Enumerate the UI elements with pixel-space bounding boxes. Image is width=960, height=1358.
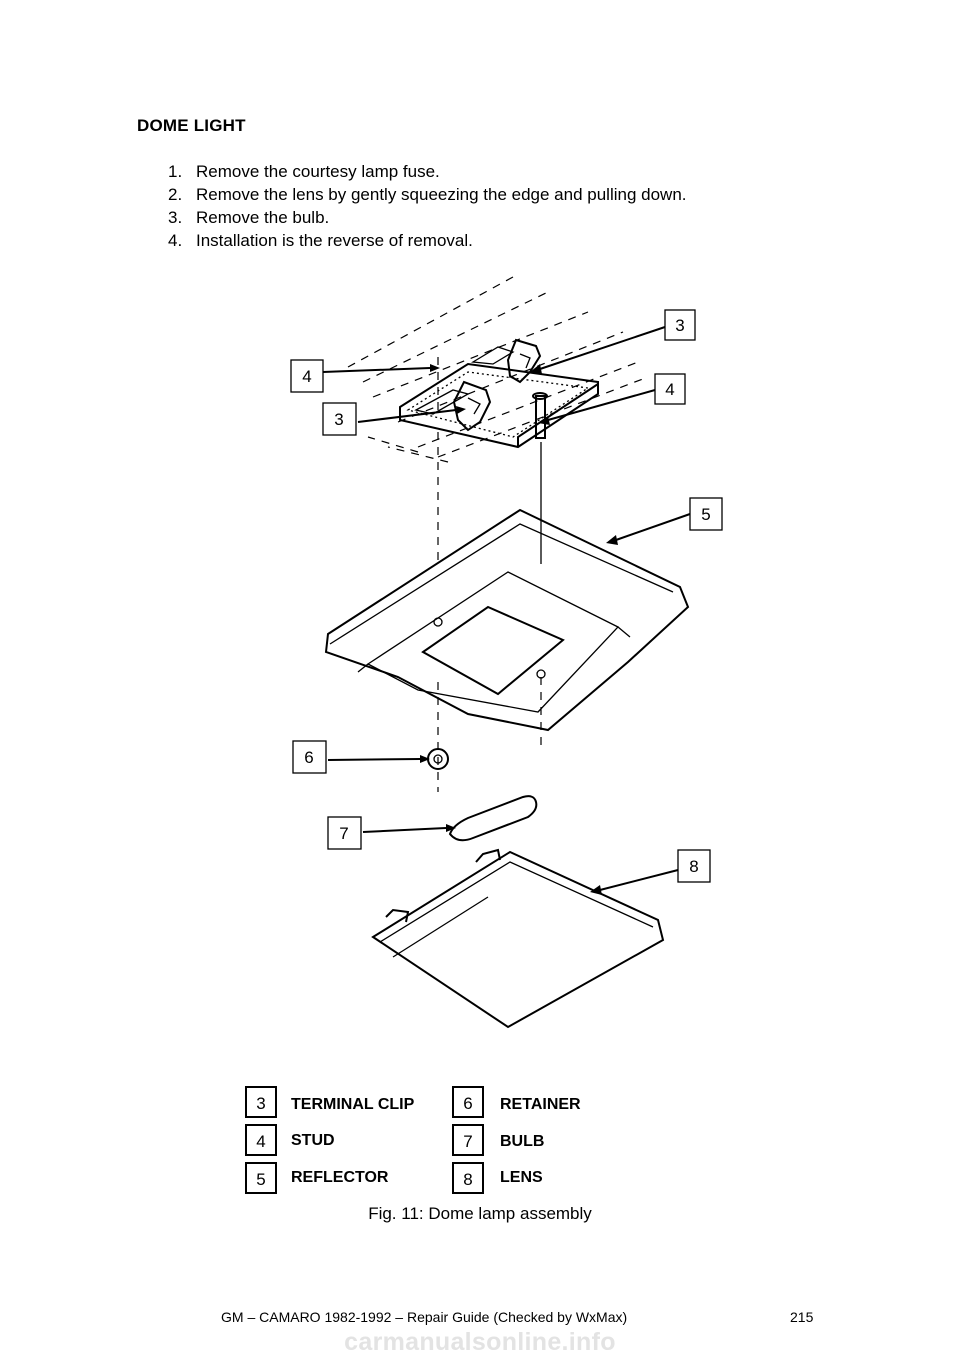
legend-number: 7 xyxy=(463,1132,472,1151)
legend-label: BULB xyxy=(500,1133,544,1150)
callout-box-4: 4 xyxy=(654,373,686,405)
page-number: 215 xyxy=(790,1309,814,1325)
step-number: 3. xyxy=(168,208,183,227)
step-text: Remove the lens by gently squeezing the … xyxy=(196,185,687,204)
callout-label: 7 xyxy=(339,824,348,843)
callout-box-3: 3 xyxy=(664,309,696,341)
callout-label: 4 xyxy=(665,380,674,399)
legend-number: 4 xyxy=(256,1132,265,1151)
legend-label: LENS xyxy=(500,1169,543,1186)
instruction-steps: 1. Remove the courtesy lamp fuse. 2. Remov… xyxy=(168,160,687,252)
terminal-clip-shape xyxy=(452,380,492,432)
callout-box-6: 6 xyxy=(292,740,327,774)
callout-box-8: 8 xyxy=(677,849,711,883)
callout-box-7: 7 xyxy=(327,816,362,850)
callout-label: 8 xyxy=(689,857,698,876)
reflector-shape xyxy=(324,508,690,732)
footer-text: GM – CAMARO 1982-1992 – Repair Guide (Ch… xyxy=(221,1309,628,1325)
callout-label: 3 xyxy=(675,316,684,335)
legend-item: 5 REFLECTOR xyxy=(245,1162,389,1194)
callout-box-4: 4 xyxy=(290,359,324,393)
lens-shape xyxy=(371,848,665,1029)
step-number: 4. xyxy=(168,231,183,250)
exploded-view-diagram: 3 4 4 3 5 6 7 8 3 TERMINAL CLIP 4 STUD xyxy=(245,276,723,1194)
legend-number: 5 xyxy=(256,1170,265,1189)
step-text: Installation is the reverse of removal. xyxy=(196,231,473,250)
callout-label: 6 xyxy=(304,748,313,767)
legend-number: 3 xyxy=(256,1094,265,1113)
bulb-shape xyxy=(448,795,538,842)
legend-number: 6 xyxy=(463,1094,472,1113)
dome-lamp-figure: 3 4 4 3 5 6 7 8 3 TERMINAL CLIP 4 STUD xyxy=(168,272,793,1197)
callout-box-5: 5 xyxy=(689,497,723,531)
callout-label: 3 xyxy=(334,410,343,429)
terminal-clip-shape xyxy=(506,338,542,384)
legend-item: 4 STUD xyxy=(245,1124,335,1156)
watermark: carmanualsonline.info xyxy=(344,1328,616,1356)
legend-item: 3 TERMINAL CLIP xyxy=(245,1086,415,1118)
step-item: 1. Remove the courtesy lamp fuse. xyxy=(168,160,687,183)
step-number: 2. xyxy=(168,185,183,204)
stud-shape xyxy=(532,392,548,439)
legend-item: 6 RETAINER xyxy=(452,1086,581,1118)
callout-box-3: 3 xyxy=(322,402,357,436)
step-number: 1. xyxy=(168,162,183,181)
figure-caption: Fig. 11: Dome lamp assembly xyxy=(368,1204,592,1223)
step-text: Remove the bulb. xyxy=(196,208,330,227)
step-item: 4. Installation is the reverse of removal… xyxy=(168,229,687,252)
callout-leaders xyxy=(322,326,691,895)
callout-label: 4 xyxy=(302,367,311,386)
legend-label: TERMINAL CLIP xyxy=(291,1096,415,1113)
step-text: Remove the courtesy lamp fuse. xyxy=(196,162,440,181)
legend-label: STUD xyxy=(291,1132,335,1149)
callout-label: 5 xyxy=(701,505,710,524)
legend-number: 8 xyxy=(463,1170,472,1189)
legend-item: 8 LENS xyxy=(452,1162,543,1194)
legend-label: RETAINER xyxy=(500,1096,581,1113)
legend-item: 7 BULB xyxy=(452,1124,544,1156)
legend-label: REFLECTOR xyxy=(291,1169,389,1186)
step-item: 2. Remove the lens by gently squeezing th… xyxy=(168,183,687,206)
section-heading: DOME LIGHT xyxy=(137,116,246,135)
step-item: 3. Remove the bulb. xyxy=(168,206,687,229)
